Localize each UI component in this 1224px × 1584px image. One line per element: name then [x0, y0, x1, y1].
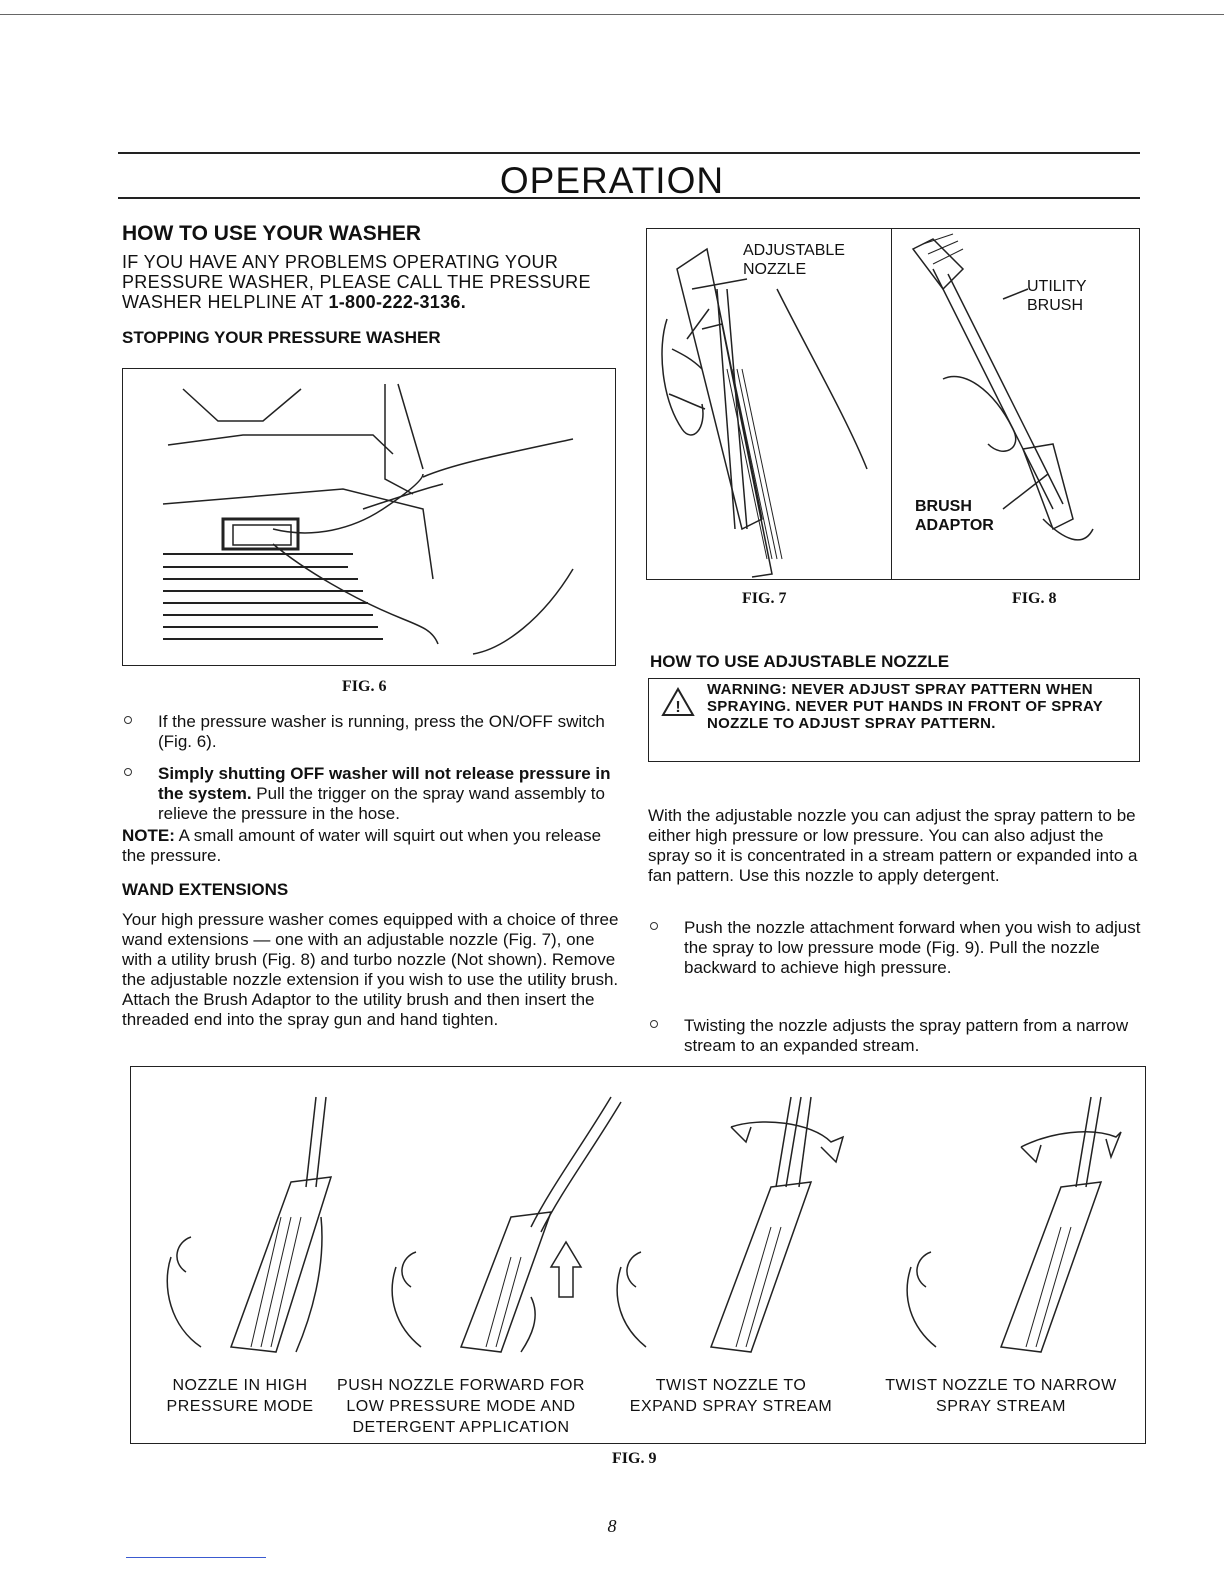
header-rule-top: [118, 152, 1140, 154]
stopping-bullet-1: If the pressure washer is running, press…: [122, 712, 622, 752]
wand-extensions-heading: WAND EXTENSIONS: [122, 880, 289, 899]
page-number: 8: [607, 1516, 617, 1536]
fig9-caption-4: TWIST NOZZLE TO NARROW SPRAY STREAM: [885, 1377, 1117, 1415]
helpline-intro-text: IF YOU HAVE ANY PROBLEMS OPERATING YOUR …: [122, 252, 591, 312]
fig7-label-adjustable-nozzle: ADJUSTABLE NOZZLE: [743, 242, 845, 278]
fig7-caption: FIG. 7: [742, 590, 787, 607]
fig9-caption-2: PUSH NOZZLE FORWARD FOR LOW PRESSURE MOD…: [337, 1377, 585, 1436]
nozzle-bullet-1: Push the nozzle attachment forward when …: [648, 918, 1142, 978]
nozzle-bullet-2: Twisting the nozzle adjusts the spray pa…: [648, 1016, 1142, 1056]
stopping-bullet-2: Simply shutting OFF washer will not rele…: [122, 764, 622, 824]
section-heading-how-to-use: HOW TO USE YOUR WASHER: [122, 222, 422, 245]
warning-triangle-icon: !: [661, 687, 695, 716]
bullet-dot: [124, 768, 132, 776]
svg-text:!: !: [675, 699, 680, 716]
stopping-bullets: If the pressure washer is running, press…: [122, 712, 622, 824]
fig8-label-utility-brush: UTILITY BRUSH: [1027, 278, 1087, 314]
header-rule-bottom: [118, 197, 1140, 199]
stopping-heading: STOPPING YOUR PRESSURE WASHER: [122, 328, 441, 347]
bullet-dot: [650, 1020, 658, 1028]
page-title: OPERATION: [499, 160, 725, 201]
wand-extensions-text: Your high pressure washer comes equipped…: [122, 910, 619, 1029]
fig9-caption: FIG. 9: [612, 1450, 657, 1467]
fig8-drawing: [911, 233, 1094, 541]
helpline-number: 1-800-222-3136.: [328, 292, 467, 312]
adjustable-nozzle-text: With the adjustable nozzle you can adjus…: [648, 806, 1138, 885]
fig9-drawing: [166, 1096, 1122, 1353]
bullet-dot: [650, 922, 658, 930]
fig6-illustration: [122, 368, 616, 666]
fig6-caption: FIG. 6: [342, 678, 387, 695]
figure-divider: [891, 229, 892, 579]
fig7-drawing: [661, 247, 868, 578]
fig6-drawing: [162, 383, 574, 655]
bullet-dot: [124, 716, 132, 724]
note-paragraph: NOTE: A small amount of water will squir…: [122, 826, 602, 865]
note-label: NOTE:: [122, 826, 175, 845]
fig8-label-brush-adaptor: BRUSH ADAPTOR: [915, 498, 994, 534]
bottom-edge-mark: [126, 1557, 266, 1558]
warning-box: ! WARNING: NEVER ADJUST SPRAY PATTERN WH…: [648, 678, 1140, 762]
fig9-caption-3: TWIST NOZZLE TO EXPAND SPRAY STREAM: [629, 1377, 833, 1415]
adjustable-nozzle-heading: HOW TO USE ADJUSTABLE NOZZLE: [650, 652, 950, 671]
fig9-caption-1: NOZZLE IN HIGH PRESSURE MODE: [166, 1377, 314, 1415]
nozzle-bullets: Push the nozzle attachment forward when …: [648, 918, 1142, 1056]
top-edge-line: [0, 14, 1224, 15]
fig9-illustration: NOZZLE IN HIGH PRESSURE MODE PUSH NOZZLE…: [130, 1066, 1146, 1444]
fig8-caption: FIG. 8: [1012, 590, 1057, 607]
helpline-paragraph: IF YOU HAVE ANY PROBLEMS OPERATING YOUR …: [122, 252, 618, 312]
warning-text: WARNING: NEVER ADJUST SPRAY PATTERN WHEN…: [707, 681, 1103, 732]
fig7-fig8-illustration: ADJUSTABLE NOZZLE UTILITY BRUSH BRUSH AD…: [646, 228, 1140, 580]
